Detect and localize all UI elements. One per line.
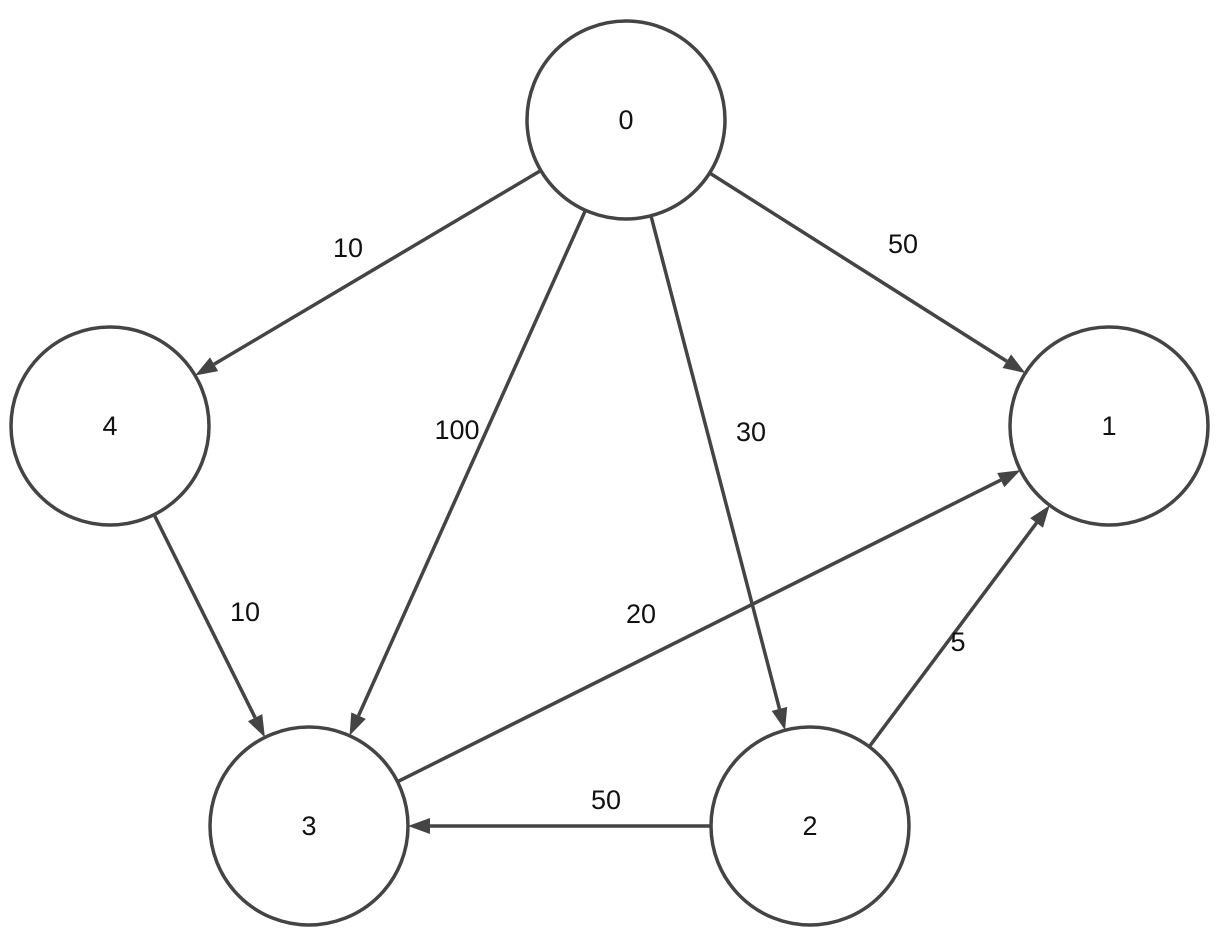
edge-3-to-1	[396, 470, 1021, 784]
edge-weight-label: 100	[434, 415, 479, 445]
edge-weight-label: 20	[626, 599, 656, 629]
node-2: 2	[709, 725, 911, 927]
edge-0-to-3	[349, 209, 588, 736]
edge-line	[356, 209, 588, 717]
node-3: 3	[208, 725, 410, 927]
edge-weight-label: 5	[950, 627, 965, 657]
node-label: 4	[102, 411, 117, 441]
node-label: 0	[618, 105, 633, 135]
edge-0-to-1	[708, 171, 1026, 374]
node-1: 1	[1008, 325, 1210, 527]
edge-line	[152, 513, 257, 719]
edge-0-to-2	[649, 215, 788, 731]
edge-weight-label: 50	[591, 785, 621, 815]
edge-weight-label: 50	[888, 229, 918, 259]
node-circle	[9, 325, 211, 527]
edge-2-to-3	[408, 818, 711, 834]
edge-weight-label: 30	[736, 417, 766, 447]
edge-4-to-3	[152, 513, 265, 738]
arrowhead-icon	[408, 818, 430, 834]
edge-line	[396, 478, 1002, 784]
edge-2-to-1	[867, 505, 1050, 748]
edge-line	[867, 521, 1038, 748]
node-circle	[709, 725, 911, 927]
edge-line	[649, 215, 782, 710]
edge-weight-label: 10	[230, 597, 260, 627]
node-circle	[1008, 325, 1210, 527]
arrowhead-icon	[1002, 354, 1026, 374]
node-label: 2	[802, 811, 817, 841]
node-circle	[525, 19, 727, 221]
node-circle	[208, 725, 410, 927]
edges-layer	[152, 168, 1050, 834]
edge-labels-layer: 10 100 30 50 10 20 5 50	[230, 229, 966, 815]
arrowhead-icon	[247, 714, 265, 738]
edge-weight-label: 10	[333, 233, 363, 263]
arrowhead-icon	[195, 357, 219, 376]
node-label: 3	[301, 811, 316, 841]
arrowhead-icon	[997, 470, 1021, 488]
arrowhead-icon	[771, 706, 788, 731]
node-0: 0	[525, 19, 727, 221]
node-4: 4	[9, 325, 211, 527]
node-label: 1	[1101, 411, 1116, 441]
nodes-layer: 0 1 2 3 4	[9, 19, 1210, 927]
edge-line	[213, 168, 542, 366]
edge-line	[708, 171, 1008, 363]
arrowhead-icon	[1030, 505, 1050, 528]
arrowhead-icon	[349, 712, 366, 736]
edge-0-to-4	[195, 168, 542, 376]
